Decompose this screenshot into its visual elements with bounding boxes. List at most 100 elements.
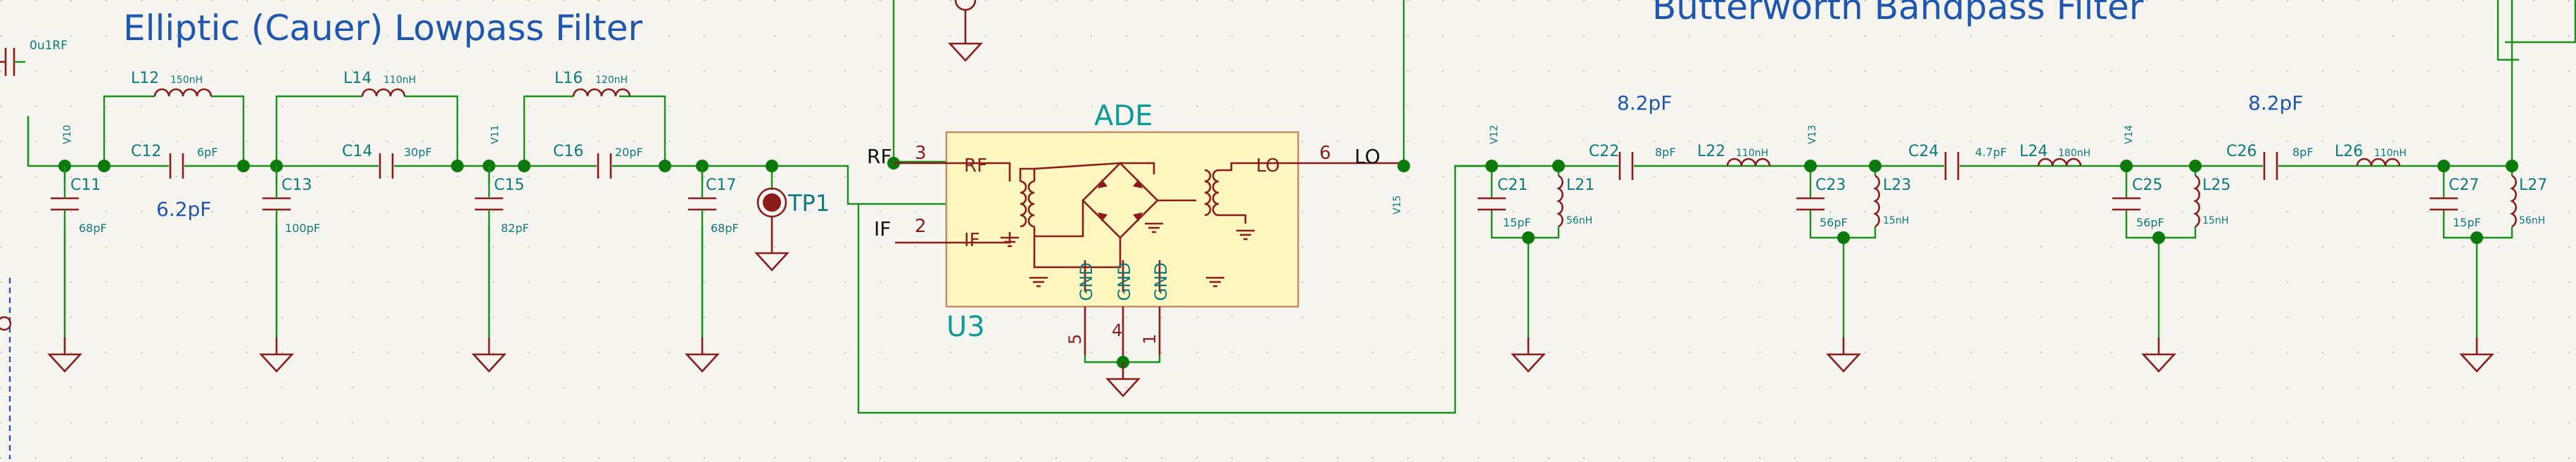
inductor-L22 — [1726, 158, 1771, 167]
net-label-if: IF — [874, 217, 891, 240]
net-label-rf: RF — [867, 145, 892, 168]
C12-value: 6pF — [197, 146, 218, 159]
C23-ref: C23 — [1815, 177, 1846, 194]
net-label-lo: LO — [1354, 145, 1381, 168]
L22-value: 110nH — [1736, 148, 1768, 159]
pin-gnd-label: GND — [1151, 262, 1171, 301]
L16-value: 120nH — [595, 75, 628, 86]
inductor-L26 — [2356, 158, 2401, 167]
partial-symbol — [0, 316, 12, 331]
junction — [1397, 160, 1410, 172]
L22-ref: L22 — [1697, 143, 1725, 160]
pin-gnd-label: GND — [1077, 262, 1096, 301]
L26-ref: L26 — [2335, 143, 2363, 160]
inductor-L16 — [572, 88, 631, 97]
L12-ref: L12 — [131, 70, 159, 87]
L16-ref: L16 — [554, 70, 583, 87]
L14-ref: L14 — [343, 70, 372, 87]
pin-if-label: IF — [964, 230, 980, 251]
L23-value: 15nH — [1883, 215, 1909, 226]
bandpass-junctions — [1485, 160, 2518, 244]
testpoint-TP1 — [754, 187, 789, 271]
C16-value: 20pF — [615, 146, 643, 159]
C25-value: 56pF — [2136, 216, 2164, 229]
TP1-ref: TP1 — [787, 190, 830, 217]
capacitor-C24 — [1944, 152, 1960, 180]
inductor-L14 — [361, 88, 406, 97]
pin-lo-label: LO — [1256, 155, 1280, 177]
L27-value: 56nH — [2519, 215, 2545, 226]
lowpass-title: Elliptic (Cauer) Lowpass Filter — [123, 8, 642, 49]
C27-value: 15pF — [2453, 216, 2481, 229]
C17-ref: C17 — [706, 177, 736, 194]
L24-ref: L24 — [2019, 143, 2048, 160]
L25-value: 15nH — [2202, 215, 2228, 226]
via-label: V13 — [1807, 125, 1818, 144]
capacitor-C17 — [688, 166, 716, 338]
C21-value: 15pF — [1503, 216, 1531, 229]
via-label: V14 — [2124, 125, 2135, 144]
stub-cap-value: 0u1RF — [30, 39, 68, 53]
mixer-name: ADE — [1094, 100, 1153, 132]
capacitor-C26 — [2263, 152, 2278, 180]
C21-ref: C21 — [1497, 177, 1528, 194]
capacitor-C11 — [51, 166, 79, 338]
C26-value: 8pF — [2292, 146, 2314, 159]
inductor-L24 — [2037, 158, 2082, 167]
capacitor-C16 — [597, 153, 612, 179]
C15-ref: C15 — [494, 177, 524, 194]
L24-value: 180nH — [2058, 148, 2090, 159]
L21-value: 56nH — [1566, 215, 1592, 226]
capacitor-C14 — [379, 153, 394, 179]
mixer-ref: U3 — [946, 311, 985, 343]
C26-ref: C26 — [2226, 143, 2257, 160]
L25-ref: L25 — [2202, 177, 2231, 194]
partial-top-symbol — [948, 0, 983, 62]
C22-ref: C22 — [1589, 143, 1619, 160]
C22-value: 8pF — [1655, 146, 1676, 159]
via-label: V10 — [62, 125, 73, 144]
C14-value: 30pF — [404, 146, 432, 159]
pin-gnd-label: GND — [1115, 262, 1134, 301]
C16-ref: C16 — [553, 143, 583, 160]
via-label: V15 — [1392, 195, 1403, 214]
inductor-L12 — [153, 88, 212, 97]
C24-ref: C24 — [1908, 143, 1939, 160]
pin-rf-label: RF — [964, 155, 987, 177]
bandpass-cap-annotation: 8.2pF — [2248, 91, 2303, 115]
C24-value: 4.7pF — [1975, 146, 2007, 159]
capacitor-C13 — [262, 166, 291, 338]
L14-value: 110nH — [383, 75, 416, 86]
bandpass-title: Butterworth Bandpass Filter — [1652, 0, 2144, 27]
mixer-U3 — [894, 131, 1404, 362]
via-label: V12 — [1489, 125, 1500, 144]
bandpass-cap-annotation: 8.2pF — [1617, 91, 1672, 115]
pin-lo-number: 6 — [1319, 143, 1331, 164]
C17-value: 68pF — [711, 222, 739, 235]
C13-value: 100pF — [285, 222, 320, 235]
C11-value: 68pF — [79, 222, 107, 235]
pin-gnd-number: 5 — [1065, 334, 1085, 345]
C27-ref: C27 — [2449, 177, 2479, 194]
via-label: V11 — [490, 125, 501, 144]
C15-value: 82pF — [501, 222, 529, 235]
capacitor-C12 — [169, 153, 184, 179]
L21-ref: L21 — [1566, 177, 1594, 194]
C23-value: 56pF — [1820, 216, 1848, 229]
L26-value: 110nH — [2374, 148, 2406, 159]
C13-ref: C13 — [281, 177, 312, 194]
L23-ref: L23 — [1883, 177, 1911, 194]
stub-capacitor — [0, 48, 30, 166]
pin-if-number: 2 — [915, 216, 927, 237]
capacitor-C15 — [475, 166, 503, 338]
shunt-tank-C21-L21 — [1478, 166, 1563, 338]
C12-ref: C12 — [131, 143, 161, 160]
lowpass-cap-annotation: 6.2pF — [156, 198, 211, 221]
L27-ref: L27 — [2519, 177, 2547, 194]
C14-ref: C14 — [342, 143, 372, 160]
L12-value: 150nH — [170, 75, 203, 86]
capacitor-C22 — [1618, 152, 1634, 180]
C11-ref: C11 — [70, 177, 101, 194]
